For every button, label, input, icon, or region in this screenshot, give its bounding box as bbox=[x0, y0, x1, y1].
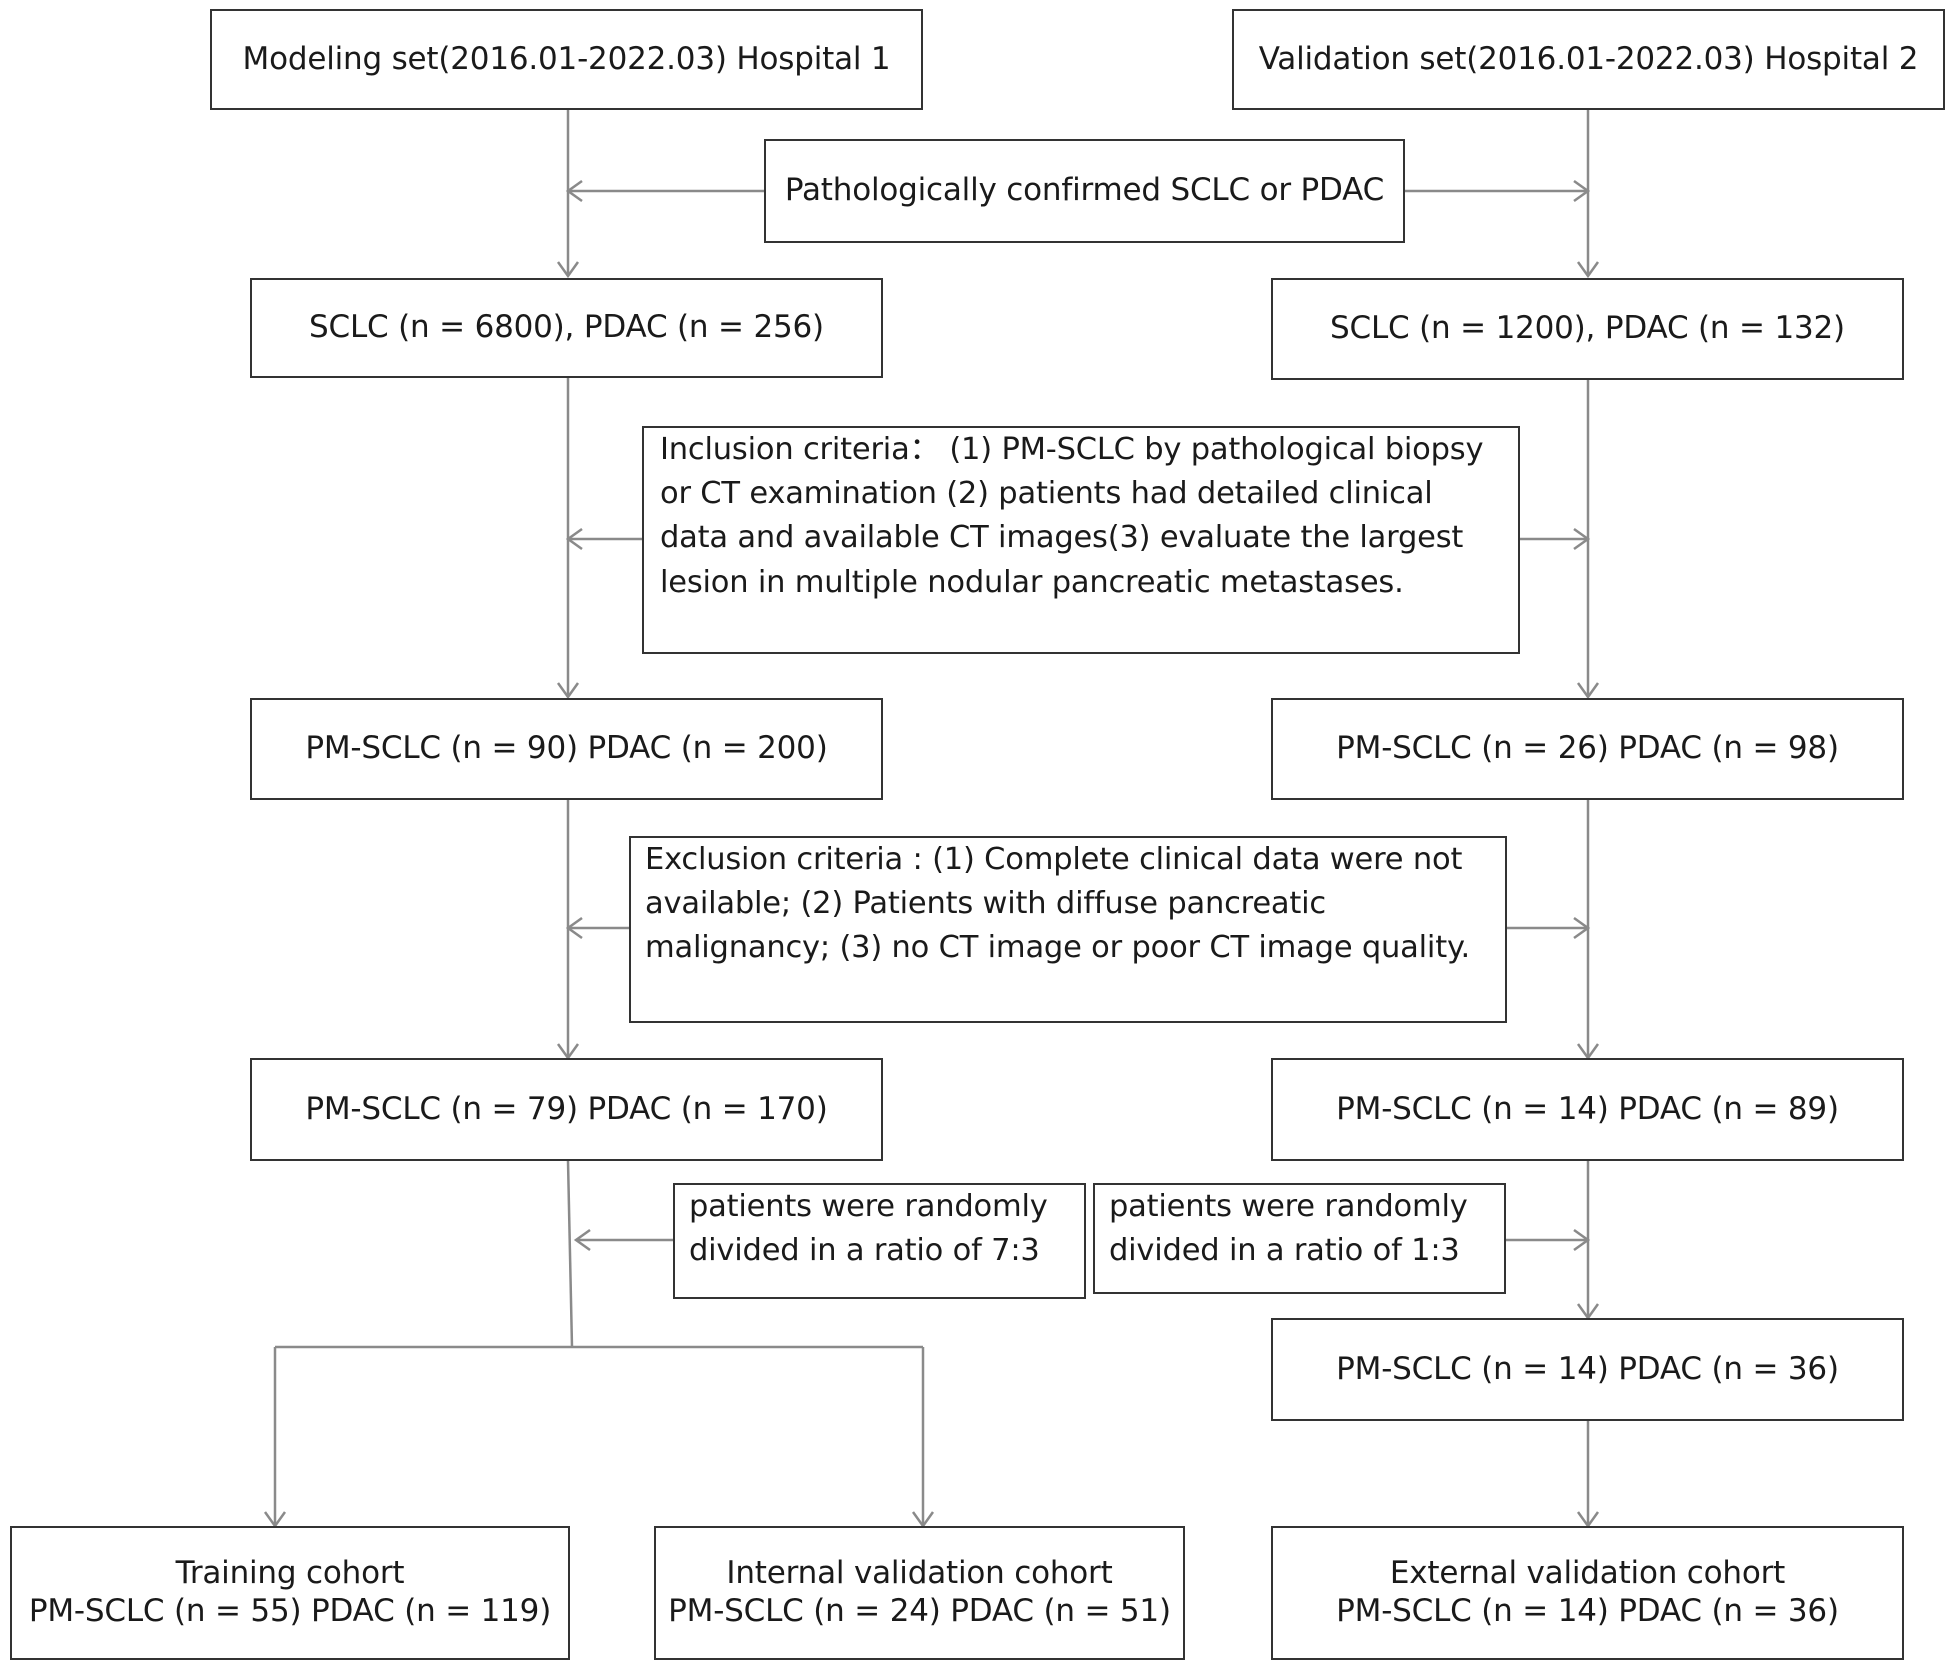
right-after-split-box: PM-SCLC (n = 14) PDAC (n = 36) bbox=[1271, 1318, 1904, 1421]
right-after-inclusion-label: PM-SCLC (n = 26) PDAC (n = 98) bbox=[1336, 730, 1839, 767]
internal-validation-cohort-box: Internal validation cohort PM-SCLC (n = … bbox=[654, 1526, 1185, 1660]
split-left-line-2: divided in a ratio of 7:3 bbox=[689, 1233, 1040, 1269]
exclusion-to-left-arrowhead bbox=[565, 916, 583, 940]
split-left-box: patients were randomly divided in a rati… bbox=[673, 1183, 1086, 1299]
pathology-to-left-arrowhead bbox=[565, 179, 583, 203]
external-validation-cohort-counts: PM-SCLC (n = 14) PDAC (n = 36) bbox=[1336, 1593, 1839, 1629]
internal-validation-cohort-title: Internal validation cohort bbox=[726, 1555, 1113, 1592]
inclusion-line-1: Inclusion criteria： (1) PM-SCLC by patho… bbox=[660, 432, 1484, 467]
left-initial-label: SCLC (n = 6800), PDAC (n = 256) bbox=[309, 309, 824, 346]
exclusion-criteria-box: Exclusion criteria : (1) Complete clinic… bbox=[629, 836, 1507, 1023]
inclusion-to-right-arrowhead bbox=[1573, 527, 1591, 551]
external-validation-cohort-box: External validation cohort PM-SCLC (n = … bbox=[1271, 1526, 1904, 1660]
validation-set-box: Validation set(2016.01-2022.03) Hospital… bbox=[1232, 9, 1945, 110]
right-after-split-label: PM-SCLC (n = 14) PDAC (n = 36) bbox=[1336, 1350, 1839, 1387]
right-initial-box: SCLC (n = 1200), PDAC (n = 132) bbox=[1271, 278, 1904, 380]
right-after-exclusion-box: PM-SCLC (n = 14) PDAC (n = 89) bbox=[1271, 1058, 1904, 1161]
pathology-to-right-arrowhead bbox=[1573, 179, 1591, 203]
pathology-label: Pathologically confirmed SCLC or PDAC bbox=[784, 172, 1385, 209]
inclusion-to-left-arrowhead bbox=[565, 527, 583, 551]
exclusion-line-3: malignancy; (3) no CT image or poor CT i… bbox=[645, 930, 1470, 966]
exclusion-line-2: available; (2) Patients with diffuse pan… bbox=[645, 886, 1326, 922]
pathology-box: Pathologically confirmed SCLC or PDAC bbox=[764, 139, 1405, 243]
external-validation-cohort-title: External validation cohort bbox=[1389, 1555, 1786, 1592]
split-left-to-trunk-arrowhead bbox=[573, 1228, 591, 1252]
inclusion-criteria-box: Inclusion criteria： (1) PM-SCLC by patho… bbox=[642, 426, 1520, 654]
training-cohort-box: Training cohort PM-SCLC (n = 55) PDAC (n… bbox=[10, 1526, 570, 1660]
left-trunk-2-arrowhead bbox=[556, 682, 580, 700]
split-right-line-1: patients were randomly bbox=[1109, 1189, 1468, 1224]
left-trunk-1-arrowhead bbox=[556, 261, 580, 279]
validation-set-label: Validation set(2016.01-2022.03) Hospital… bbox=[1258, 40, 1919, 77]
right-after-inclusion-box: PM-SCLC (n = 26) PDAC (n = 98) bbox=[1271, 698, 1904, 800]
modeling-set-box: Modeling set(2016.01-2022.03) Hospital 1 bbox=[210, 9, 923, 110]
split-right-line-2: divided in a ratio of 1:3 bbox=[1109, 1233, 1460, 1269]
training-cohort-counts: PM-SCLC (n = 55) PDAC (n = 119) bbox=[28, 1593, 552, 1629]
exclusion-line-1: Exclusion criteria : (1) Complete clinic… bbox=[645, 842, 1463, 877]
split-left-line-1: patients were randomly bbox=[689, 1189, 1048, 1224]
right-initial-label: SCLC (n = 1200), PDAC (n = 132) bbox=[1330, 310, 1845, 347]
right-trunk-1-arrowhead bbox=[1576, 261, 1600, 279]
training-cohort-title: Training cohort bbox=[175, 1555, 405, 1592]
right-trunk-2-arrowhead bbox=[1576, 682, 1600, 700]
left-trunk-4 bbox=[566, 1160, 574, 1348]
left-after-exclusion-box: PM-SCLC (n = 79) PDAC (n = 170) bbox=[250, 1058, 883, 1161]
modeling-set-label: Modeling set(2016.01-2022.03) Hospital 1 bbox=[242, 40, 891, 77]
left-after-exclusion-label: PM-SCLC (n = 79) PDAC (n = 170) bbox=[305, 1090, 828, 1127]
split-right-to-trunk-arrowhead bbox=[1573, 1228, 1591, 1252]
inclusion-line-4: lesion in multiple nodular pancreatic me… bbox=[660, 564, 1404, 600]
exclusion-to-right-arrowhead bbox=[1573, 916, 1591, 940]
inclusion-line-3: data and available CT images(3) evaluate… bbox=[660, 520, 1464, 556]
left-after-inclusion-label: PM-SCLC (n = 90) PDAC (n = 200) bbox=[305, 730, 828, 767]
right-after-exclusion-label: PM-SCLC (n = 14) PDAC (n = 89) bbox=[1336, 1090, 1839, 1127]
left-initial-box: SCLC (n = 6800), PDAC (n = 256) bbox=[250, 278, 883, 378]
split-right-box: patients were randomly divided in a rati… bbox=[1093, 1183, 1506, 1294]
left-after-inclusion-box: PM-SCLC (n = 90) PDAC (n = 200) bbox=[250, 698, 883, 800]
internal-validation-cohort-counts: PM-SCLC (n = 24) PDAC (n = 51) bbox=[668, 1593, 1171, 1629]
inclusion-line-2: or CT examination (2) patients had detai… bbox=[660, 476, 1433, 512]
